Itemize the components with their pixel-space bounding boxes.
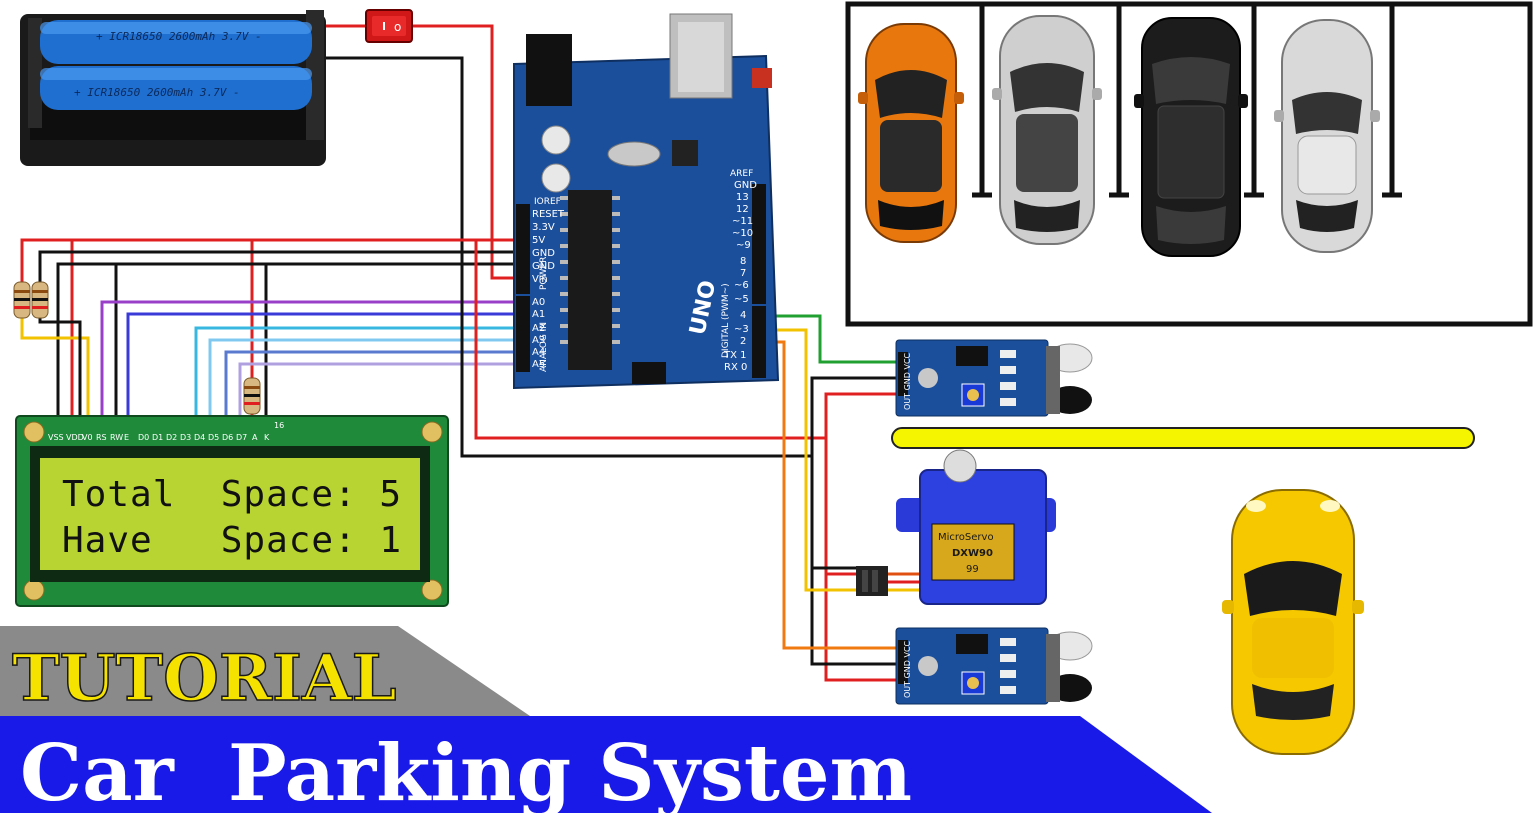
svg-text:A0: A0: [532, 297, 545, 308]
barrier-gate: [891, 427, 1475, 449]
resistor-pair: [13, 281, 49, 319]
lcd-line-2: Have Space: 1: [62, 520, 402, 561]
battery-cell-top: + ICR18650 2600mAh 3.7V -: [40, 20, 312, 64]
svg-text:D0: D0: [138, 433, 149, 442]
power-switch: o: [365, 9, 413, 43]
svg-text:13: 13: [736, 192, 749, 203]
power-section-label: POWER: [539, 257, 549, 290]
switch-symbol: o: [394, 20, 401, 34]
svg-text:RS: RS: [96, 433, 107, 442]
svg-text:2: 2: [740, 336, 746, 347]
ir-sensor-2-pin-label: OUT GND VCC: [903, 640, 912, 698]
ir-sensor-1-pin-label: OUT GND VCC: [903, 352, 912, 410]
servo-model: DXW90: [952, 548, 993, 559]
svg-text:D1: D1: [152, 433, 163, 442]
svg-text:7: 7: [740, 268, 746, 279]
svg-text:V0: V0: [82, 433, 93, 442]
svg-text:5V: 5V: [532, 235, 545, 246]
car-silver-icon: [992, 15, 1102, 245]
svg-text:~11: ~11: [732, 216, 753, 227]
lcd-pin-number: 16: [274, 421, 284, 430]
svg-text:GND: GND: [532, 248, 555, 259]
svg-text:3.3V: 3.3V: [532, 222, 555, 233]
svg-text:A4: A4: [532, 347, 545, 358]
svg-text:A5: A5: [532, 359, 545, 370]
parking-lot: [845, 1, 1533, 327]
svg-text:VDD: VDD: [66, 433, 84, 442]
car-silver-sport-icon: [1274, 19, 1380, 253]
analog-section-label: ANALOG IN: [539, 322, 549, 372]
svg-text:Vin: Vin: [532, 274, 548, 285]
wiring: [20, 24, 928, 682]
lcd-pin-labels: VSS VDD V0 RS RW E D0 D1 D2 D3 D4 D5 D6 …: [48, 433, 270, 442]
svg-text:GND: GND: [734, 180, 757, 191]
power-pin-labels: RESET 3.3V 5V GND GND Vin: [532, 209, 565, 285]
car-orange-icon: [858, 23, 964, 243]
svg-text:A3: A3: [532, 335, 545, 346]
svg-text:RW: RW: [110, 433, 123, 442]
digital-pin-labels: GND 13 12 ~11 ~10 ~9 8 7 ~6 ~5 4 ~3 2 TX…: [723, 180, 757, 373]
banner-tutorial-text: TUTORIAL: [12, 641, 397, 716]
battery-label-bottom: + ICR18650 2600mAh 3.7V -: [74, 86, 240, 99]
battery-label-top: + ICR18650 2600mAh 3.7V -: [96, 30, 262, 43]
analog-pin-labels: A0 A1 A2 A3 A4 A5: [532, 297, 545, 370]
lcd-module: Total Space: 5 Have Space: 1 16 VSS VDD …: [15, 415, 449, 607]
aref-label: AREF: [730, 169, 753, 179]
svg-text:GND: GND: [532, 261, 555, 272]
lcd-line-1: Total Space: 5: [62, 474, 402, 515]
ir-sensor-2: OUT GND VCC: [895, 627, 1093, 705]
svg-text:E: E: [124, 433, 129, 442]
banner: TUTORIAL Car Parking System: [0, 626, 1212, 813]
battery-cell-bottom: + ICR18650 2600mAh 3.7V -: [40, 66, 312, 110]
car-yellow-icon: [1222, 489, 1364, 755]
svg-text:TX 1: TX 1: [723, 350, 747, 361]
svg-text:A: A: [252, 433, 258, 442]
svg-text:A1: A1: [532, 309, 545, 320]
svg-text:4: 4: [740, 310, 746, 321]
servo-motor: MicroServo DXW90 99: [856, 449, 1056, 605]
svg-text:VSS: VSS: [48, 433, 64, 442]
ir-sensor-1: OUT GND VCC: [895, 339, 1093, 417]
svg-text:A2: A2: [532, 323, 545, 334]
svg-text:12: 12: [736, 204, 749, 215]
svg-text:~3: ~3: [734, 324, 749, 335]
digital-section-label: DIGITAL (PWM~): [721, 283, 731, 358]
svg-text:D3: D3: [180, 433, 191, 442]
svg-text:D5: D5: [208, 433, 219, 442]
svg-text:D7: D7: [236, 433, 247, 442]
svg-text:D2: D2: [166, 433, 177, 442]
servo-code: 99: [966, 564, 979, 575]
banner-title-text: Car Parking System: [20, 728, 912, 813]
resistor-backlight: [243, 377, 261, 415]
car-black-icon: [1134, 17, 1248, 257]
svg-text:~9: ~9: [736, 240, 751, 251]
svg-text:D6: D6: [222, 433, 233, 442]
svg-text:~5: ~5: [734, 294, 749, 305]
svg-text:~10: ~10: [732, 228, 753, 239]
battery-holder: + ICR18650 2600mAh 3.7V - + ICR18650 260…: [20, 10, 326, 166]
svg-text:~6: ~6: [734, 280, 749, 291]
svg-text:8: 8: [740, 256, 746, 267]
arduino-board: UNO POWER ANALOG IN DIGITAL (PWM~) AREF …: [513, 13, 780, 390]
svg-text:K: K: [264, 433, 270, 442]
svg-text:D4: D4: [194, 433, 205, 442]
svg-text:RX 0: RX 0: [724, 362, 747, 373]
ioref-label: IOREF: [534, 197, 561, 207]
svg-text:RESET: RESET: [532, 209, 565, 220]
servo-brand: MicroServo: [938, 532, 994, 543]
